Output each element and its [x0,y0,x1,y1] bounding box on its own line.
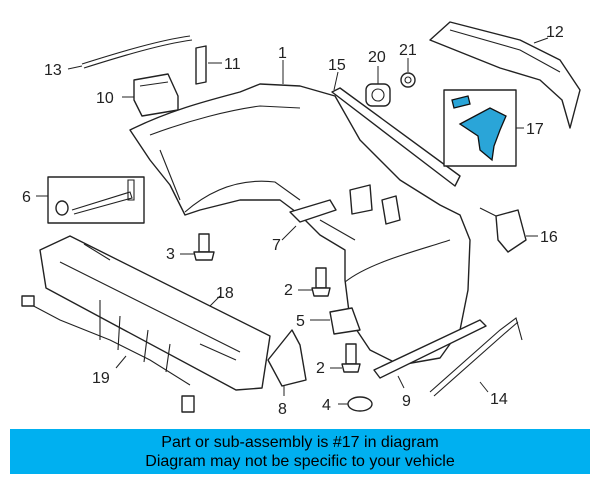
callout-5: 5 [296,313,305,330]
part-14-lower-trim [429,317,523,397]
part-2-bolt-a [298,267,331,297]
part-17-highlighted-bracket [443,89,524,167]
part-12-upper-trim [429,21,581,129]
callout-2-lower: 2 [316,360,325,377]
callout-20: 20 [368,49,386,66]
part-10-bracket [122,73,179,117]
part-5-clip [310,307,361,335]
banner-line-part-info: Part or sub-assembly is #17 in diagram [161,434,439,451]
callout-21: 21 [399,42,417,59]
parts-diagram: 1 2 2 3 4 5 6 7 8 9 10 11 12 13 14 15 16… [21,21,581,418]
part-13-trim-strip [67,35,193,70]
part-8-bracket [267,329,307,396]
callout-17: 17 [526,121,544,138]
callout-4: 4 [322,397,331,414]
part-15-reinforcement [331,71,461,187]
part-16-side-bracket [479,207,538,253]
callout-labels: 1 2 2 3 4 5 6 7 8 9 10 11 12 13 14 15 16… [22,24,564,418]
part-1-bumper-cover [129,60,471,366]
part-4-grommet [338,396,373,412]
callout-14: 14 [490,391,508,408]
info-banner: Part or sub-assembly is #17 in diagram D… [10,429,590,474]
callout-12: 12 [546,24,564,41]
callout-15: 15 [328,57,346,74]
part-6-kit [36,176,145,224]
callout-7: 7 [272,237,281,254]
part-21-ring [400,58,416,88]
callout-3: 3 [166,246,175,263]
bumper-mount-brackets [349,184,401,225]
part-18-absorber [39,235,271,391]
part-11-clip [195,45,222,85]
callout-19: 19 [92,370,110,387]
part-7-mount [281,199,356,241]
banner-line-disclaimer: Diagram may not be specific to your vehi… [145,453,455,470]
callout-18: 18 [216,285,234,302]
callout-13: 13 [44,62,62,79]
callout-8: 8 [278,401,287,418]
callout-2-upper: 2 [284,282,293,299]
callout-9: 9 [402,393,411,410]
part-19-wiring-harness [21,295,195,413]
callout-16: 16 [540,229,558,246]
part-3-bolt [180,233,215,261]
part-20-sensor [365,66,391,107]
callout-11: 11 [224,56,241,73]
callout-6: 6 [22,189,31,206]
part-9-lower-strip [373,319,487,389]
part-2-bolt-b [330,343,361,373]
callout-10: 10 [96,90,114,107]
callout-1: 1 [278,45,287,62]
